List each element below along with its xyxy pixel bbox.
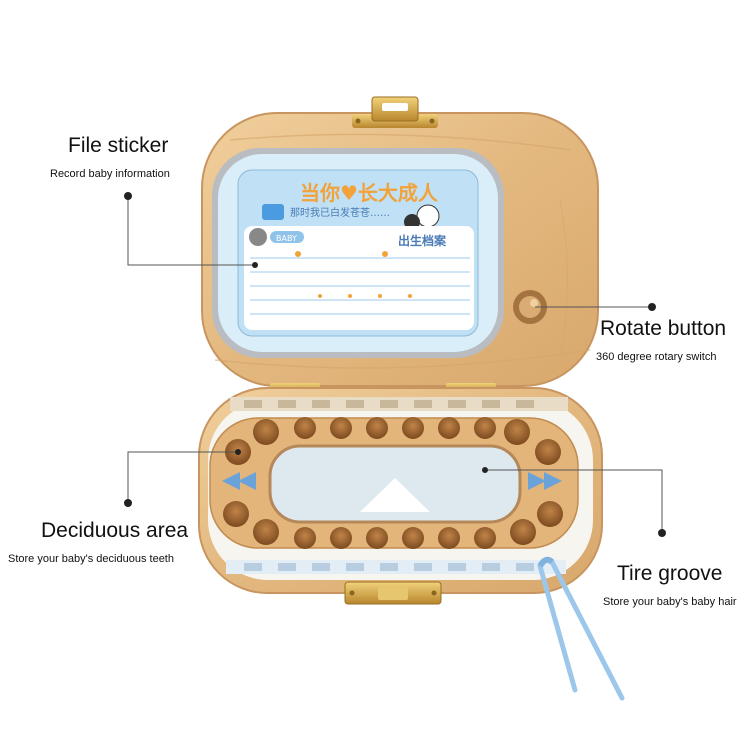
rotate-button-title: Rotate button — [600, 317, 727, 340]
tweezers — [537, 556, 625, 701]
file-sticker-subtitle: Record baby information — [50, 168, 170, 180]
bottom-tooth-labels — [226, 560, 566, 574]
deciduous-area-callout: Deciduous area Store your baby's deciduo… — [8, 519, 189, 565]
tire-groove-callout: Tire groove Store your baby's baby hair — [603, 562, 737, 608]
file-sticker-title: File sticker — [68, 134, 169, 157]
speaker-icon — [249, 228, 267, 246]
deciduous-area-subtitle: Store your baby's deciduous teeth — [8, 553, 174, 565]
deciduous-area — [209, 417, 579, 549]
file-title: 出生档案 — [398, 233, 447, 248]
top-tooth-labels — [230, 397, 568, 411]
top-latch — [352, 96, 438, 128]
sticker-headline: 当你♥长大成人 — [300, 181, 439, 205]
rewind-arrows-icon — [222, 472, 256, 490]
rotate-button-callout: Rotate button 360 degree rotary switch — [596, 317, 727, 363]
tire-groove-subtitle: Store your baby's baby hair — [603, 596, 737, 608]
callout-dots — [124, 192, 666, 537]
sticker-subline: 那时我已白发苍苍…… — [290, 206, 390, 219]
file-sticker-callout: File sticker Record baby information — [50, 134, 170, 180]
file-sticker: 当你♥长大成人 那时我已白发苍苍…… BABY 出生档案 — [244, 181, 474, 330]
rotate-button-subtitle: 360 degree rotary switch — [596, 351, 717, 363]
deciduous-area-title: Deciduous area — [41, 519, 189, 542]
callout-lines — [127, 196, 663, 533]
forward-arrows-icon — [528, 472, 562, 490]
rotate-button[interactable] — [513, 290, 547, 324]
tv-icon — [262, 204, 284, 220]
tire-groove-title: Tire groove — [617, 562, 723, 585]
cartoon-faces — [416, 204, 440, 228]
front-clasp — [344, 581, 442, 605]
baby-tag: BABY — [276, 234, 297, 243]
